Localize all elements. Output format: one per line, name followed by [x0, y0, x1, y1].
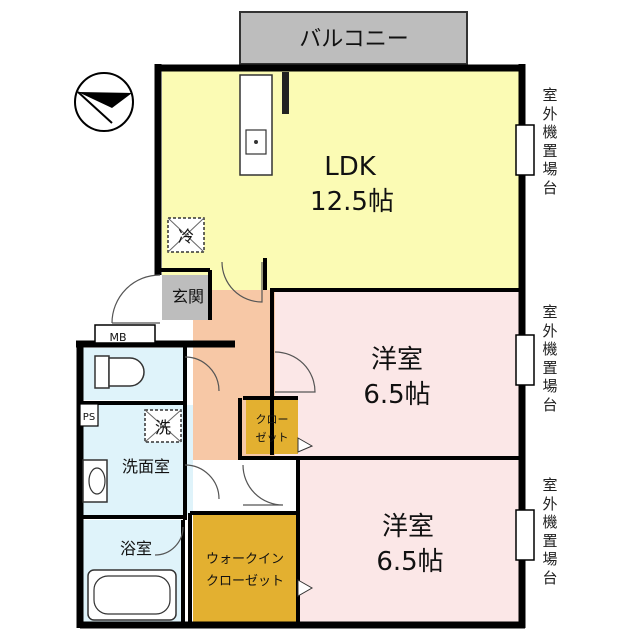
western-room-1 — [275, 290, 522, 460]
bathroom-label: 浴室 — [120, 539, 152, 558]
pipe-space — [79, 403, 99, 427]
pipe-space-label: PS — [83, 412, 95, 423]
walk-in-closet — [193, 515, 297, 622]
western-room-1-size-label: 6.5帖 — [363, 380, 430, 410]
western-room-1-label: 洋室 — [371, 345, 423, 375]
interior-walls — [80, 258, 522, 625]
western-room-2 — [298, 460, 522, 625]
western-room-2-size-label: 6.5帖 — [376, 547, 443, 577]
outdoor-unit-label-2: 室外機置場台 — [542, 303, 558, 414]
toilet-icon — [94, 355, 145, 389]
door-swings — [154, 261, 316, 556]
svg-text:洗: 洗 — [155, 418, 171, 437]
walk-in-closet-label-line2: クローゼット — [206, 574, 284, 589]
washbasin-icon — [82, 459, 108, 503]
balcony — [239, 11, 468, 65]
entrance — [162, 275, 212, 320]
svg-text:冷: 冷 — [178, 227, 194, 246]
western-room-2-label: 洋室 — [382, 512, 434, 542]
entrance-door-swing — [111, 274, 161, 324]
entrance-label: 玄関 — [172, 287, 204, 306]
bathtub-icon — [87, 569, 177, 621]
outdoor-unit-label-3: 室外機置場台 — [542, 476, 558, 587]
balcony-label: バルコニー — [299, 27, 409, 52]
closet-label-line2: ゼット — [256, 431, 289, 444]
meter-box — [94, 324, 156, 344]
meter-box-label: MB — [109, 331, 126, 344]
refrigerator-icon: 冷 — [167, 217, 205, 253]
ldk-label: LDK — [324, 152, 377, 182]
ldk-size-label: 12.5帖 — [310, 187, 394, 217]
closet-label-line1: クロー — [256, 413, 289, 426]
outdoor-unit-bases — [515, 124, 535, 561]
kitchen-counter — [239, 72, 289, 176]
north-compass-icon — [74, 72, 134, 132]
closet-door-markers — [297, 437, 314, 597]
washing-machine-icon: 洗 — [144, 409, 182, 443]
ldk-room — [162, 68, 522, 290]
washroom-label: 洗面室 — [122, 457, 170, 476]
walk-in-closet-label-line1: ウォークイン — [206, 552, 284, 567]
outdoor-unit-label-1: 室外機置場台 — [542, 86, 558, 197]
